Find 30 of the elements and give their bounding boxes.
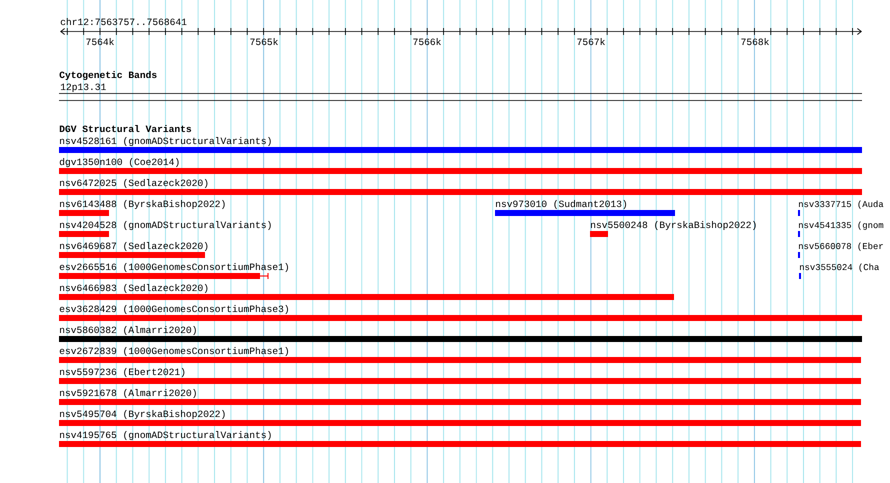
- feature-label: nsv4528161 (gnomADStructuralVariants): [60, 137, 271, 146]
- feature-label: nsv3555024 (Cha: [800, 264, 879, 272]
- feature-label: dgv1350n100 (Coe2014): [60, 158, 179, 167]
- feature-label: esv2672839 (1000GenomesConsortiumPhase1): [60, 347, 288, 356]
- feature-label: nsv5921678 (Almarri2020): [60, 389, 196, 398]
- feature-label: nsv5660078 (Eber: [799, 242, 883, 251]
- feature-label: nsv5495704 (ByrskaBishop2022): [60, 410, 225, 419]
- feature-label: nsv6143488 (ByrskaBishop2022): [60, 200, 225, 209]
- tick-label: 7567k: [577, 38, 605, 46]
- feature-label: nsv4204528 (gnomADStructuralVariants): [60, 221, 271, 230]
- feature-label: nsv4541335 (gnom: [799, 222, 884, 230]
- feature-label: nsv6472025 (Sedlazeck2020): [60, 179, 208, 188]
- tick-label: 7564k: [86, 38, 114, 46]
- track-heading: Cytogenetic Bands: [60, 71, 157, 80]
- feature-label: esv3628429 (1000GenomesConsortiumPhase3): [60, 305, 288, 314]
- feature-label: nsv5500248 (ByrskaBishop2022): [591, 221, 756, 230]
- tick-label: 7566k: [413, 38, 441, 46]
- feature-label: nsv4195765 (gnomADStructuralVariants): [60, 431, 271, 440]
- feature-label: nsv6466983 (Sedlazeck2020): [60, 284, 208, 293]
- feature-label: nsv5860382 (Almarri2020): [60, 326, 196, 335]
- coordinate-label: chr12:7563757..7568641: [60, 18, 186, 26]
- feature-label: nsv5597236 (Ebert2021): [60, 368, 184, 377]
- tick-label: 7568k: [741, 38, 769, 46]
- tick-label: 7565k: [250, 38, 278, 46]
- feature-label: nsv973010 (Sudmant2013): [496, 200, 626, 209]
- feature-label: nsv3337715 (Auda: [799, 200, 884, 209]
- feature-label: esv2665516 (1000GenomesConsortiumPhase1): [60, 263, 288, 272]
- band-label: 12p13.31: [60, 84, 106, 92]
- track-heading: DGV Structural Variants: [60, 125, 192, 132]
- feature-label: nsv6469687 (Sedlazeck2020): [60, 242, 208, 251]
